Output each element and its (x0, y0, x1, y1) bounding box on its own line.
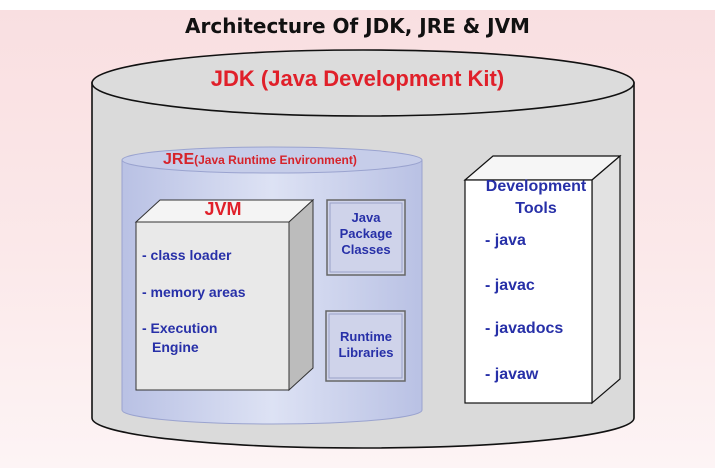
jre-label-main: JRE (163, 151, 195, 168)
java-package-classes-label: Java Package Classes (327, 210, 405, 258)
runtime-libraries-line: Libraries (338, 345, 394, 360)
development-tools-title-line: Development (485, 178, 587, 195)
development-tools-title-line: Tools (515, 200, 557, 217)
jvm-box (134, 198, 315, 392)
jre-label-sub: (Java Runtime Environment) (194, 153, 357, 167)
jdk-label: JDK (Java Development Kit) (210, 66, 505, 91)
jre-label: JRE(Java Runtime Environment) (163, 151, 357, 169)
java-package-classes-line: Package (339, 226, 393, 241)
dev-tool-javaw: - javaw (485, 366, 539, 383)
development-tools-box (463, 154, 622, 405)
dev-tool-javadocs: - javadocs (485, 320, 564, 337)
runtime-libraries-label: Runtime Libraries (327, 329, 405, 361)
java-package-classes-box (326, 199, 406, 276)
java-package-classes-line: Java (351, 210, 381, 225)
jvm-item-engine: Engine (152, 339, 199, 355)
runtime-libraries-line: Runtime (340, 329, 392, 344)
jvm-item-memory-areas: - memory areas (142, 284, 246, 300)
jvm-item-execution: - Execution (142, 320, 218, 336)
jvm-label: JVM (204, 199, 242, 219)
runtime-libraries-box (325, 310, 406, 382)
dev-tool-java: - java (485, 232, 526, 249)
diagram-title: Architecture Of JDK, JRE & JVM (185, 14, 530, 38)
jvm-item-class-loader: - class loader (142, 247, 232, 263)
java-package-classes-line: Classes (341, 242, 391, 257)
dev-tool-javac: - javac (485, 277, 535, 294)
development-tools-title: Development Tools (465, 176, 607, 220)
